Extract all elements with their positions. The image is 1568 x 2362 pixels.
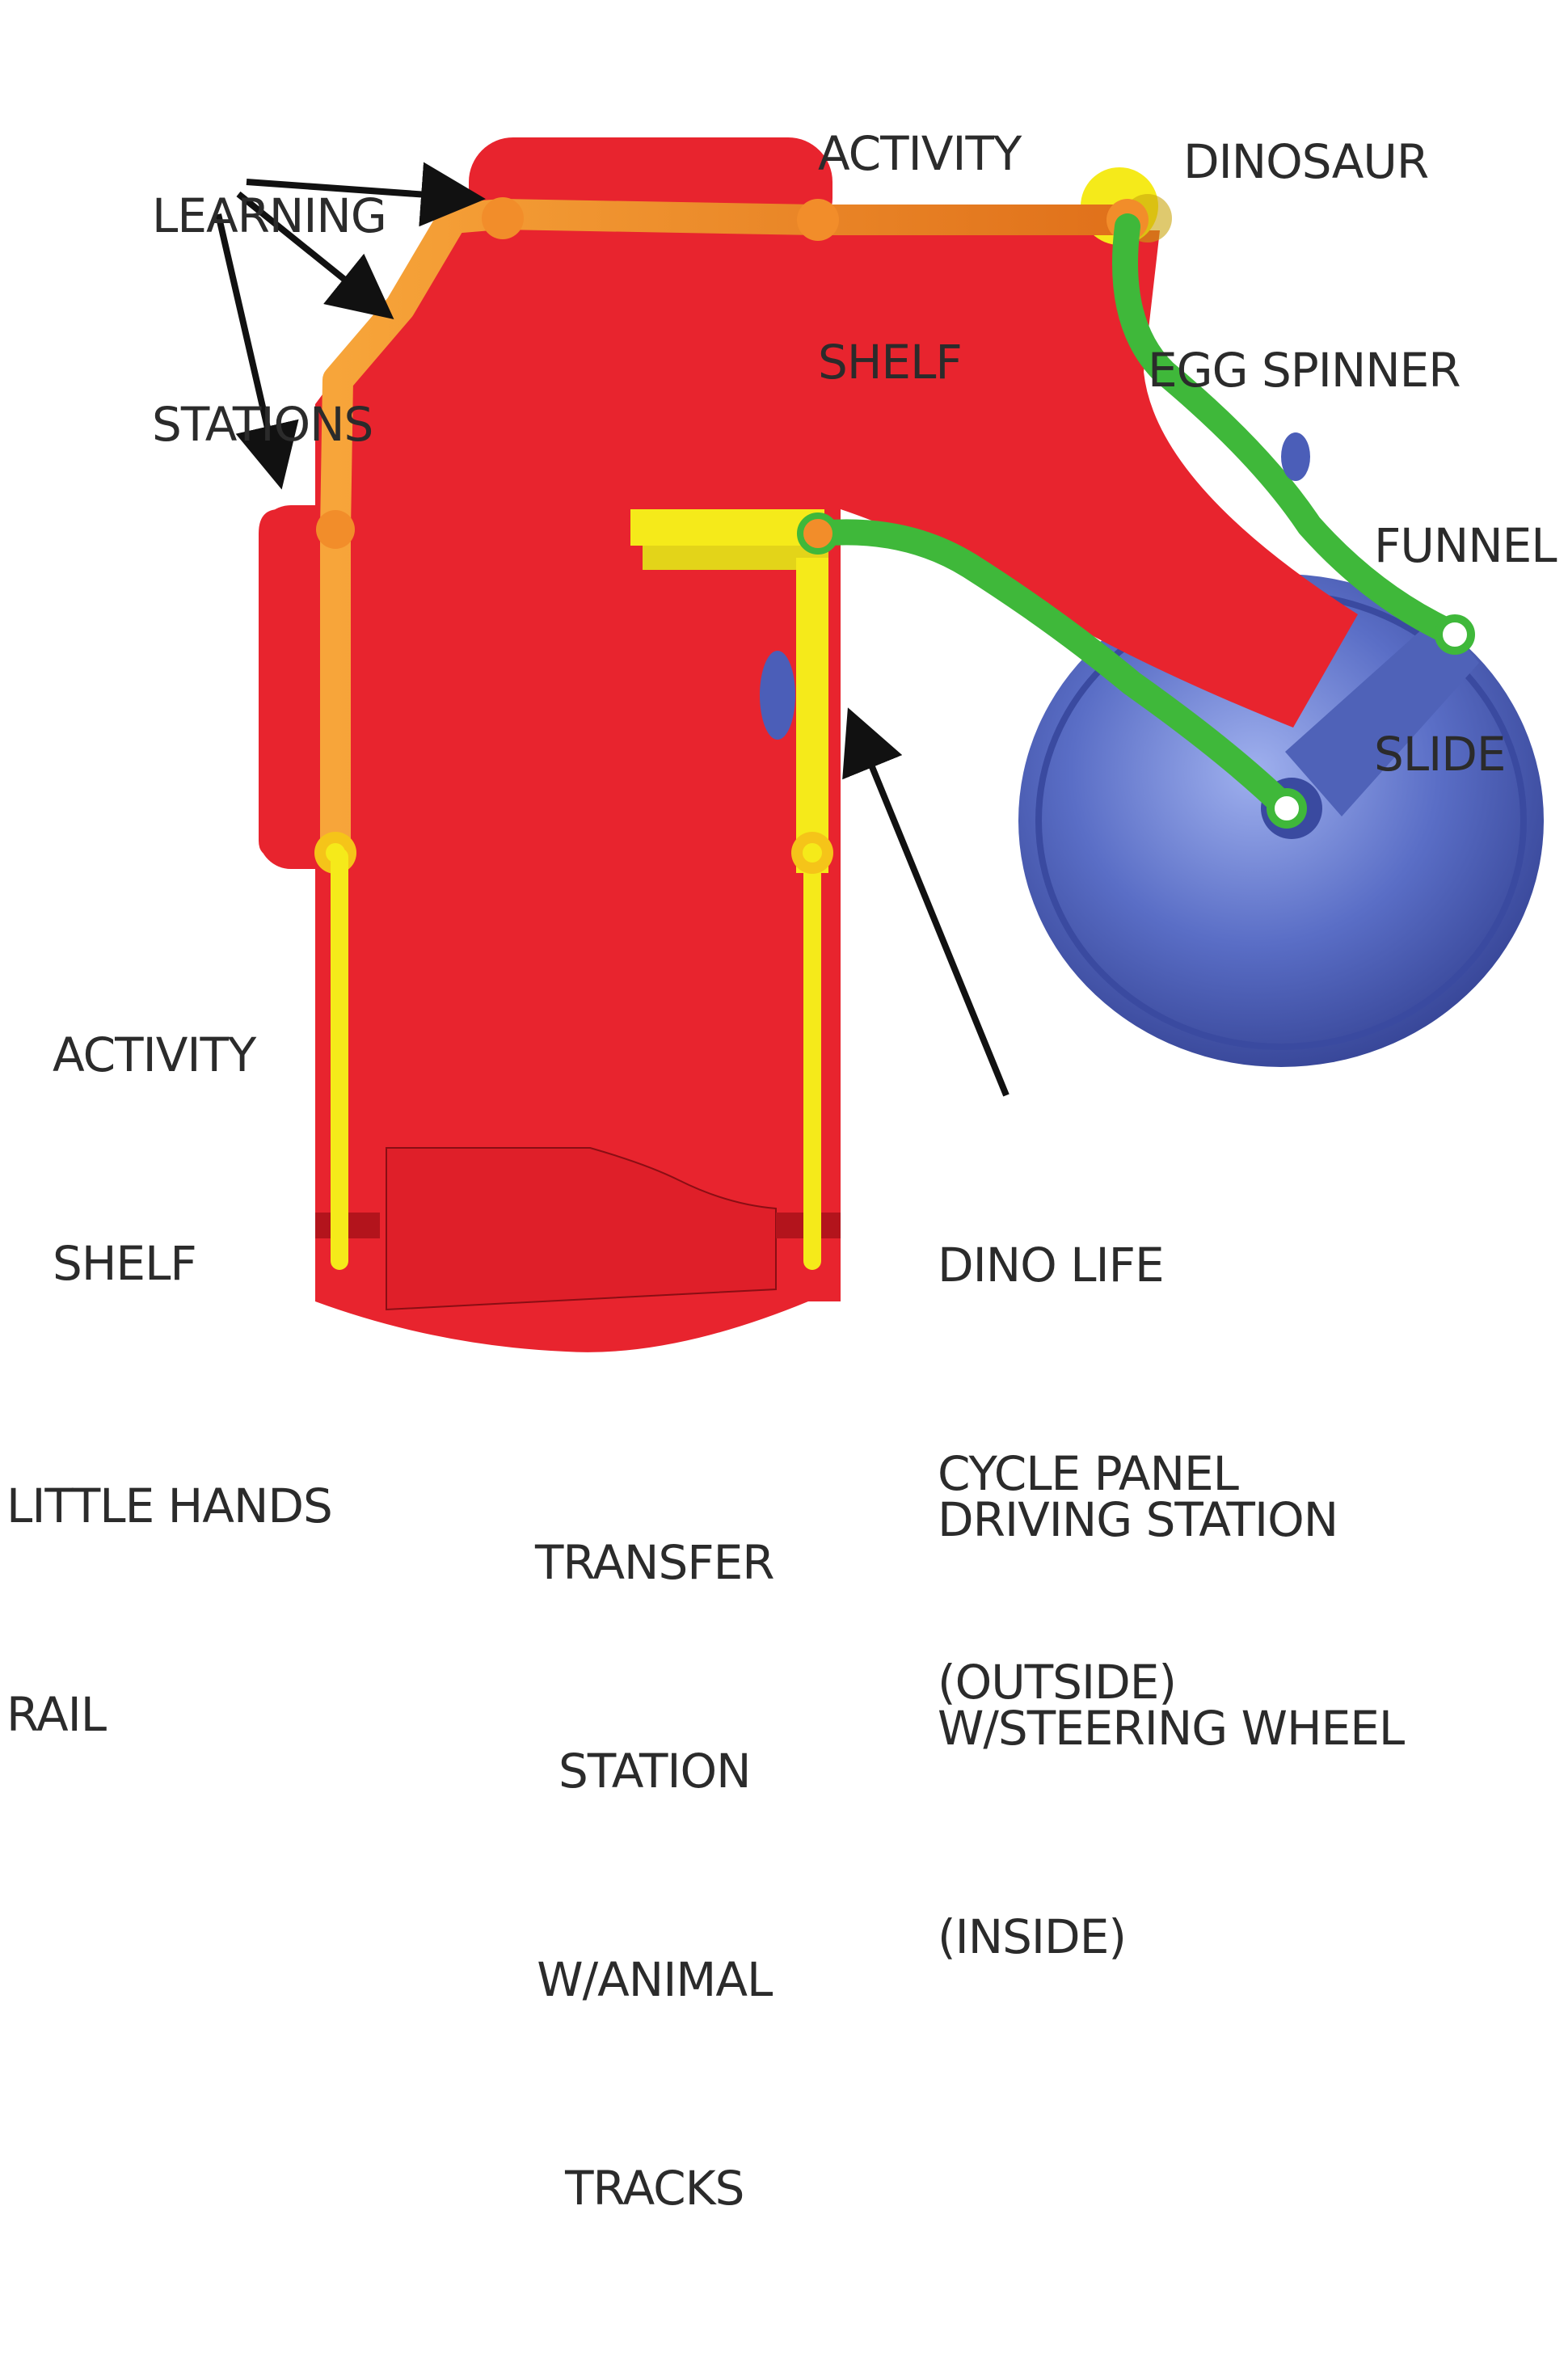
label-line: W/ANIMAL xyxy=(537,1952,773,2007)
learning-stations-arrow-1 xyxy=(246,162,486,227)
label-line: CYCLE PANEL xyxy=(938,1446,1239,1501)
label-line: W/STEERING WHEEL xyxy=(938,1701,1405,1756)
label-line: SHELF xyxy=(53,1236,197,1291)
label-line: SLIDE xyxy=(1374,727,1507,782)
playground-diagram: ACTIVITY SHELF DINOSAUR EGG SPINNER LEAR… xyxy=(6,0,1557,2216)
label-dinosaur-egg-spinner: DINOSAUR EGG SPINNER xyxy=(1148,0,1461,544)
label-line: LEARNING xyxy=(152,188,387,243)
label-driving-station: DRIVING STATION W/STEERING WHEEL (INSIDE… xyxy=(938,1346,1405,2111)
label-line: DRIVING STATION xyxy=(938,1492,1338,1547)
learning-stations-arrow-2 xyxy=(236,191,394,320)
learning-stations-arrow-3 xyxy=(215,213,299,490)
label-line: STATIONS xyxy=(152,397,373,452)
dino-life-cycle-arrow xyxy=(842,707,1010,1097)
label-transfer-station: TRANSFER STATION W/ANIMAL TRACKS xyxy=(535,1389,775,2362)
label-line: LITTLE HANDS xyxy=(6,1478,333,1533)
label-line: SHELF xyxy=(818,335,963,390)
label-learning-stations: LEARNING STATIONS xyxy=(152,42,387,598)
transfer-station-rail xyxy=(630,509,833,874)
pointer-arrows xyxy=(215,162,1010,1097)
label-line: (INSIDE) xyxy=(938,1909,1127,1964)
little-hands-rail xyxy=(331,848,821,1270)
label-line: ACTIVITY xyxy=(818,126,1022,181)
label-little-hands-rail: LITTLE HANDS RAIL xyxy=(6,1332,333,1888)
green-slide xyxy=(797,213,1475,829)
label-line: FUNNEL xyxy=(1374,518,1557,573)
label-line: ACTIVITY xyxy=(53,1027,256,1082)
playground-plan-view xyxy=(215,137,1544,1352)
label-activity-shelf-left: ACTIVITY SHELF xyxy=(53,881,256,1437)
label-line: DINOSAUR xyxy=(1183,134,1429,189)
label-line: RAIL xyxy=(6,1687,107,1742)
label-line: DINO LIFE xyxy=(938,1238,1165,1293)
label-funnel-slide: FUNNEL SLIDE xyxy=(1374,372,1557,928)
label-line: TRANSFER xyxy=(535,1535,775,1590)
label-line: STATION xyxy=(558,1744,751,1799)
label-activity-shelf-top: ACTIVITY SHELF xyxy=(818,0,1022,536)
label-line: EGG SPINNER xyxy=(1148,343,1461,398)
label-line: TRACKS xyxy=(565,2161,744,2216)
